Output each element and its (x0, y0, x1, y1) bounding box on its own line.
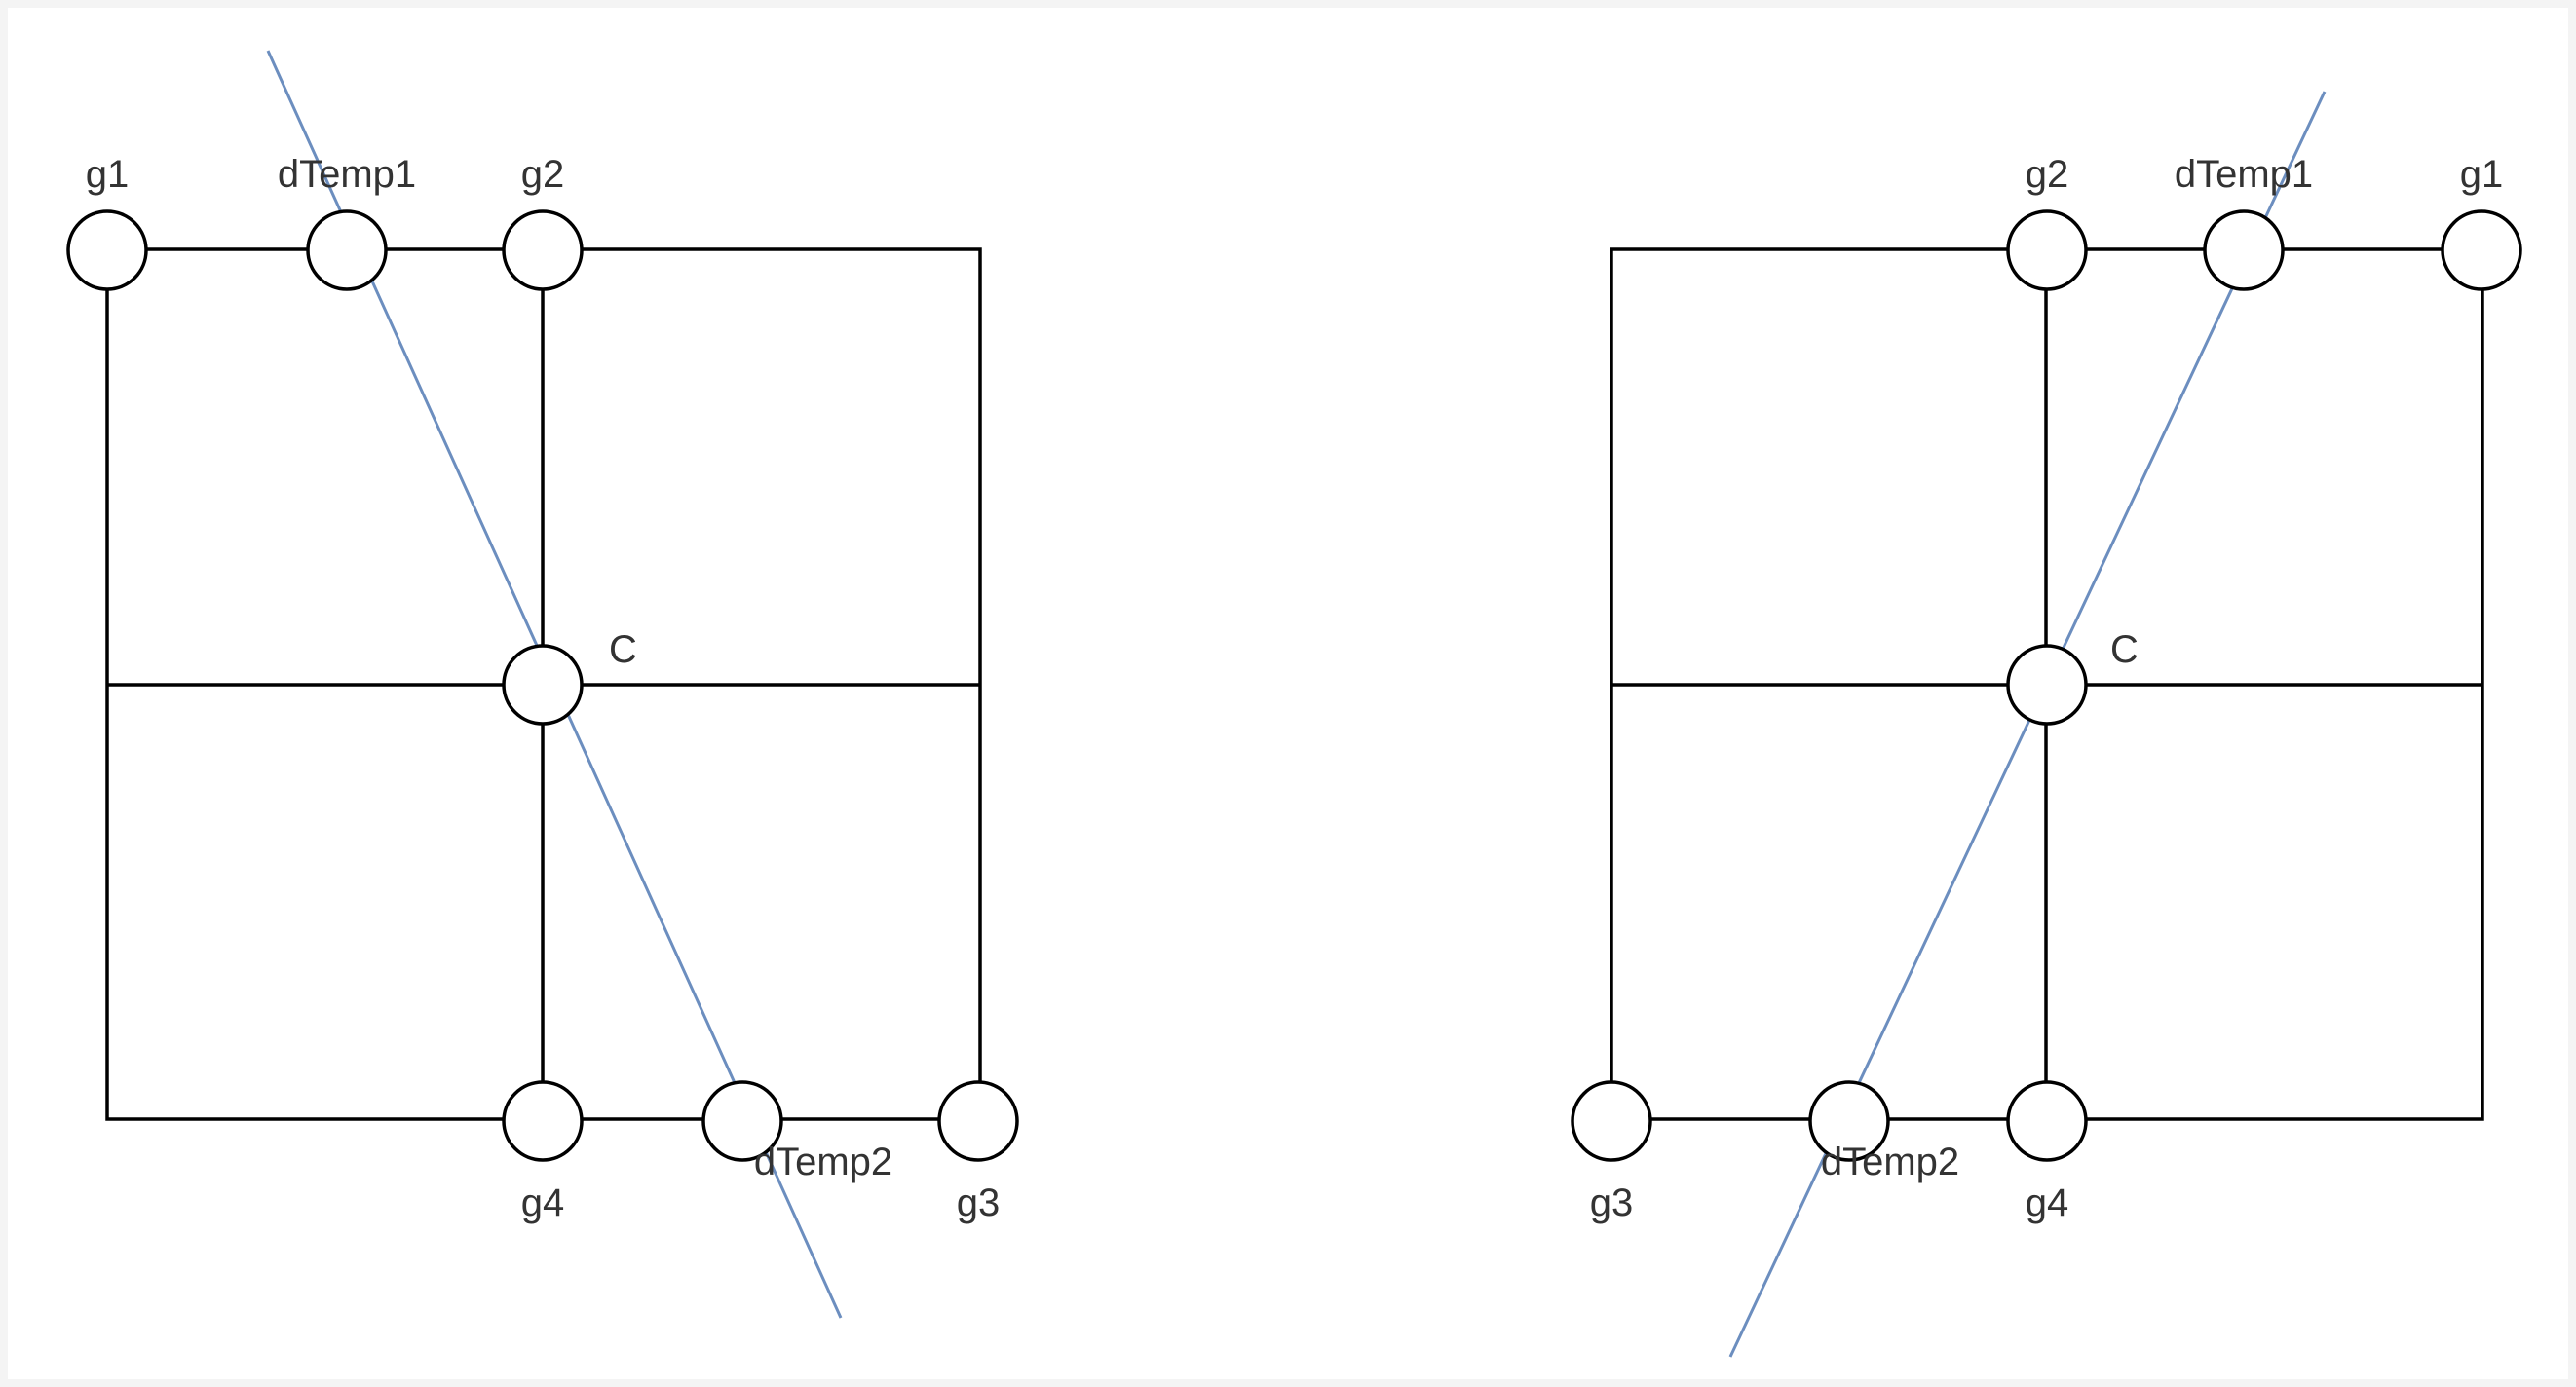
left-node-dtemp2 (701, 1080, 783, 1162)
right-node-g4 (2006, 1080, 2088, 1162)
left-label-g1: g1 (86, 153, 130, 196)
right-label-g4: g4 (2026, 1181, 2069, 1224)
right-diagram: g2 dTemp1 g1 C g3 dTemp2 g4 (1571, 91, 2522, 1358)
left-node-dtemp1 (306, 209, 388, 291)
right-label-dtemp2: dTemp2 (1821, 1141, 1959, 1183)
left-labels: g1 dTemp1 g2 C g4 dTemp2 g3 (86, 153, 1001, 1224)
left-label-g2: g2 (521, 153, 565, 196)
right-label-g1: g1 (2460, 153, 2504, 196)
right-label-c: C (2110, 628, 2139, 671)
right-labels: g2 dTemp1 g1 C g3 dTemp2 g4 (1590, 153, 2504, 1224)
left-label-dtemp2: dTemp2 (754, 1141, 892, 1183)
diagram-background (8, 8, 2568, 1379)
left-nodes (66, 209, 1019, 1162)
left-label-g3: g3 (957, 1181, 1001, 1224)
right-node-c (2006, 644, 2088, 726)
left-node-g3 (937, 1080, 1019, 1162)
right-node-g1 (2441, 209, 2522, 291)
right-label-g3: g3 (1590, 1181, 1634, 1224)
right-node-g3 (1571, 1080, 1652, 1162)
right-nodes (1571, 209, 2522, 1162)
left-node-g4 (502, 1080, 584, 1162)
right-node-dtemp1 (2203, 209, 2285, 291)
right-label-g2: g2 (2026, 153, 2069, 196)
left-label-dtemp1: dTemp1 (278, 153, 416, 196)
right-label-dtemp1: dTemp1 (2175, 153, 2313, 196)
right-node-dtemp2 (1808, 1080, 1890, 1162)
left-diagram: g1 dTemp1 g2 C g4 dTemp2 g3 (66, 50, 1019, 1319)
right-node-g2 (2006, 209, 2088, 291)
left-node-g2 (502, 209, 584, 291)
left-node-g1 (66, 209, 148, 291)
left-node-c (502, 644, 584, 726)
left-label-g4: g4 (521, 1181, 565, 1224)
left-label-c: C (609, 628, 637, 671)
